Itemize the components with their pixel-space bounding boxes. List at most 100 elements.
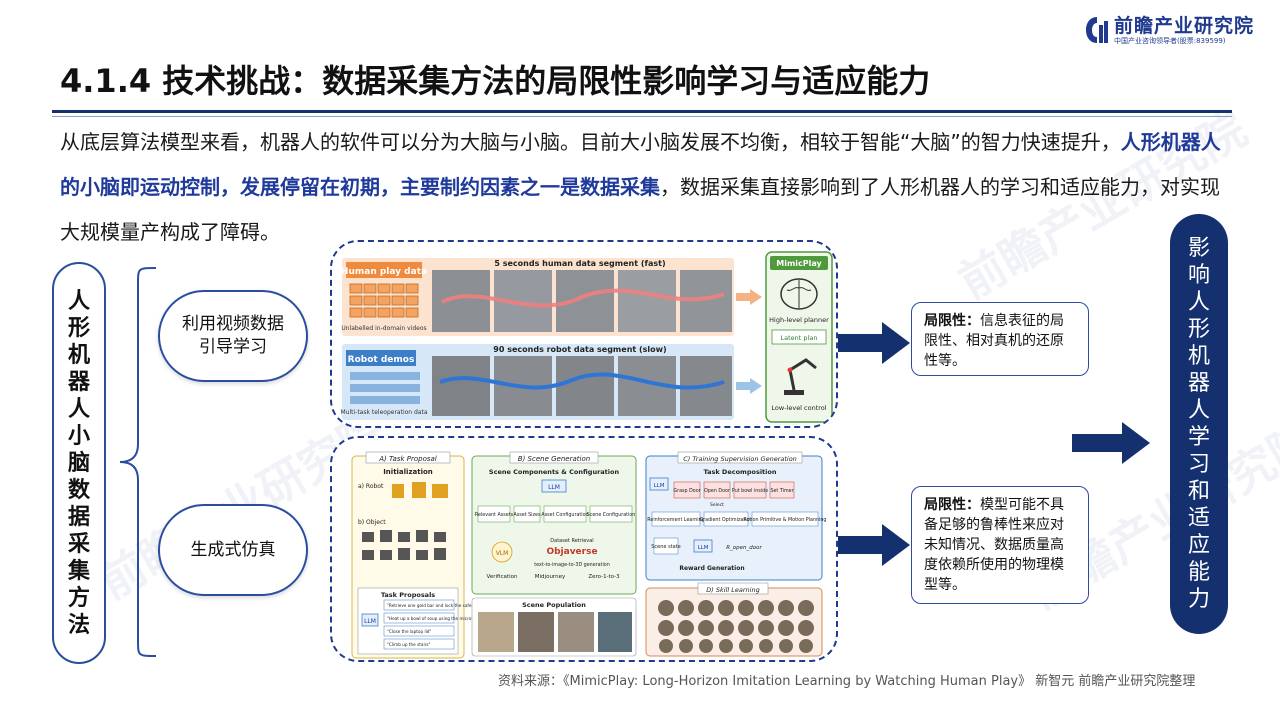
unlabelled-videos: Unlabelled in-domain videos	[341, 325, 426, 332]
zero123-label: Zero-1-to-3	[588, 574, 620, 580]
arrow-right-icon	[838, 322, 910, 364]
method-item: Gradient Optimization	[699, 517, 752, 523]
subtask-item: Set Timer	[770, 488, 793, 494]
intro-text: 从底层算法模型来看，机器人的软件可以分为大脑与小脑。目前大小脑发展不均衡，相较于…	[60, 130, 1121, 154]
scene-item: Scene Configuration	[587, 512, 636, 518]
vertical-char: 法	[67, 612, 90, 638]
robot-demos-label: Robot demos	[348, 355, 415, 365]
title-divider-thin	[52, 116, 1232, 117]
vertical-char: 应	[1187, 533, 1210, 558]
training-supervision-header: C) Training Supervision Generation	[683, 455, 797, 463]
vertical-char: 采	[67, 531, 90, 557]
select-label: Select	[710, 502, 724, 508]
scene-generation-header: B) Scene Generation	[518, 455, 590, 463]
limitation-text: 信息表征的局限性、相对真机的还原性等。	[924, 313, 1064, 369]
proposal-item: "Close the laptop lid"	[387, 629, 431, 634]
page-title: 4.1.4 技术挑战：数据采集方法的局限性影响学习与适应能力	[60, 62, 931, 100]
vertical-char: 人	[67, 288, 90, 314]
vertical-char: 适	[1187, 506, 1210, 531]
arrow-right-icon	[1072, 422, 1150, 464]
vertical-char: 形	[1187, 317, 1210, 342]
latent-plan: Latent plan	[781, 334, 818, 342]
left-topic-label: 人形机器人小脑数据采集方法	[52, 262, 106, 664]
llm-label: LLM	[654, 483, 665, 489]
source-note: 资料来源：《MimicPlay: Long-Horizon Imitation …	[498, 674, 1196, 689]
initialization-label: Initialization	[383, 468, 433, 476]
scene-state-label: Scene state	[651, 544, 681, 550]
limitation-label: 局限性：	[924, 313, 980, 329]
dataset-retrieval-label: Dataset Retrieval	[550, 538, 593, 544]
brain-icon	[780, 278, 818, 310]
intro-text-end: ，数据采集直接影响到了人形机器人的学习和适应能力，对实现大规模量产构成了障碍。	[60, 175, 1220, 244]
verification-label: Verification	[487, 574, 518, 580]
method-item: Action Primitive & Motion Planning	[744, 517, 827, 523]
low-level-control: Low-level control	[771, 404, 826, 412]
vertical-char: 器	[1187, 371, 1210, 396]
method-label: 引导学习	[199, 337, 267, 357]
vlm-label: VLM	[496, 550, 509, 557]
limitation-text: 模型可能不具备足够的鲁棒性来应对未知情况、数据质量高度依赖所使用的物理模型等。	[924, 497, 1064, 593]
high-level-planner: High-level planner	[769, 316, 829, 324]
reward-generation-label: Reward Generation	[679, 565, 744, 572]
vertical-char: 力	[1187, 587, 1210, 612]
logo-icon	[1086, 17, 1108, 43]
method-item: Reinforcement Learning	[647, 517, 704, 523]
vertical-char: 小	[67, 423, 90, 449]
skill-learning-header: D) Skill Learning	[706, 586, 759, 594]
vertical-char: 集	[67, 558, 90, 584]
brace-connector	[119, 267, 157, 657]
brand-logo: 前瞻产业研究院 中国产业咨询领导者(股票:839599)	[1084, 12, 1264, 48]
vertical-char: 人	[1187, 398, 1210, 423]
llm-label: LLM	[548, 484, 560, 491]
proposal-item: "Heat up a bowl of soup using the microw…	[387, 616, 484, 621]
object-label: b) Object	[358, 519, 386, 526]
vertical-char: 据	[67, 504, 90, 530]
vertical-char: 能	[1187, 560, 1210, 585]
mimicplay-figure: Human play data Unlabelled in-domain vid…	[330, 240, 838, 428]
llm-label: LLM	[364, 618, 376, 625]
robot-arm-icon	[784, 358, 817, 395]
reward-label: R_open_door	[726, 545, 762, 551]
logo-subtitle: 中国产业咨询领导者(股票:839599)	[1114, 36, 1226, 45]
method-video-guided: 利用视频数据引导学习	[158, 290, 308, 382]
limitation-box: 局限性：模型可能不具备足够的鲁棒性来应对未知情况、数据质量高度依赖所使用的物理模…	[911, 486, 1089, 604]
mimicplay-title: MimicPlay	[776, 259, 822, 268]
llm-label: LLM	[698, 545, 709, 551]
vertical-char: 人	[67, 396, 90, 422]
method-label: 生成式仿真	[190, 539, 276, 560]
vertical-char: 脑	[67, 450, 90, 476]
vertical-char: 器	[67, 369, 90, 395]
t2i-label: text-to-image-to-3D generation	[534, 562, 610, 568]
limitation-box: 局限性：信息表征的局限性、相对真机的还原性等。	[911, 302, 1089, 376]
method-generative-simulation: 生成式仿真	[158, 504, 308, 596]
logo-name: 前瞻产业研究院	[1114, 14, 1255, 37]
vertical-char: 影	[1187, 236, 1210, 261]
vertical-char: 响	[1187, 263, 1210, 288]
vertical-char: 形	[67, 315, 90, 341]
subtask-item: Grasp Door	[673, 488, 700, 494]
vertical-char: 机	[67, 342, 90, 368]
human-play-label: Human play data	[341, 267, 427, 277]
objaverse-label: Objaverse	[546, 547, 597, 557]
robot-segment-label: 90 seconds robot data segment (slow)	[493, 345, 666, 354]
intro-paragraph: 从底层算法模型来看，机器人的软件可以分为大脑与小脑。目前大小脑发展不均衡，相较于…	[60, 120, 1230, 255]
subtask-item: Open Door	[704, 488, 730, 494]
teleop-label: Multi-task teleoperation data	[341, 409, 428, 416]
limitation-label: 局限性：	[924, 497, 980, 513]
midjourney-label: Midjourney	[535, 574, 566, 580]
proposal-item: "Retrieve one gold bar and lock the safe…	[387, 603, 473, 608]
gensim-figure: A) Task Proposal Initialization a) Robot…	[330, 436, 838, 662]
method-label: 利用视频数据	[182, 314, 284, 334]
subtask-item: Put bowl inside	[732, 488, 768, 494]
arrow-right-icon	[838, 524, 910, 566]
vertical-char: 数	[67, 477, 90, 503]
scene-item: Asset Configuration	[541, 512, 588, 518]
right-conclusion-label: 影响人形机器人学习和适应能力	[1170, 214, 1228, 634]
task-proposals-label: Task Proposals	[381, 591, 435, 599]
proposal-item: "Climb up the stairs"	[387, 642, 431, 647]
title-divider	[52, 110, 1232, 113]
intro-highlight: 人形机器人的小脑即运动控制，发展停留在初期，主要制约因素之一是数据采集	[60, 130, 1221, 199]
human-segment-label: 5 seconds human data segment (fast)	[494, 259, 665, 268]
task-proposal-header: A) Task Proposal	[378, 455, 437, 463]
vertical-char: 方	[67, 585, 90, 611]
